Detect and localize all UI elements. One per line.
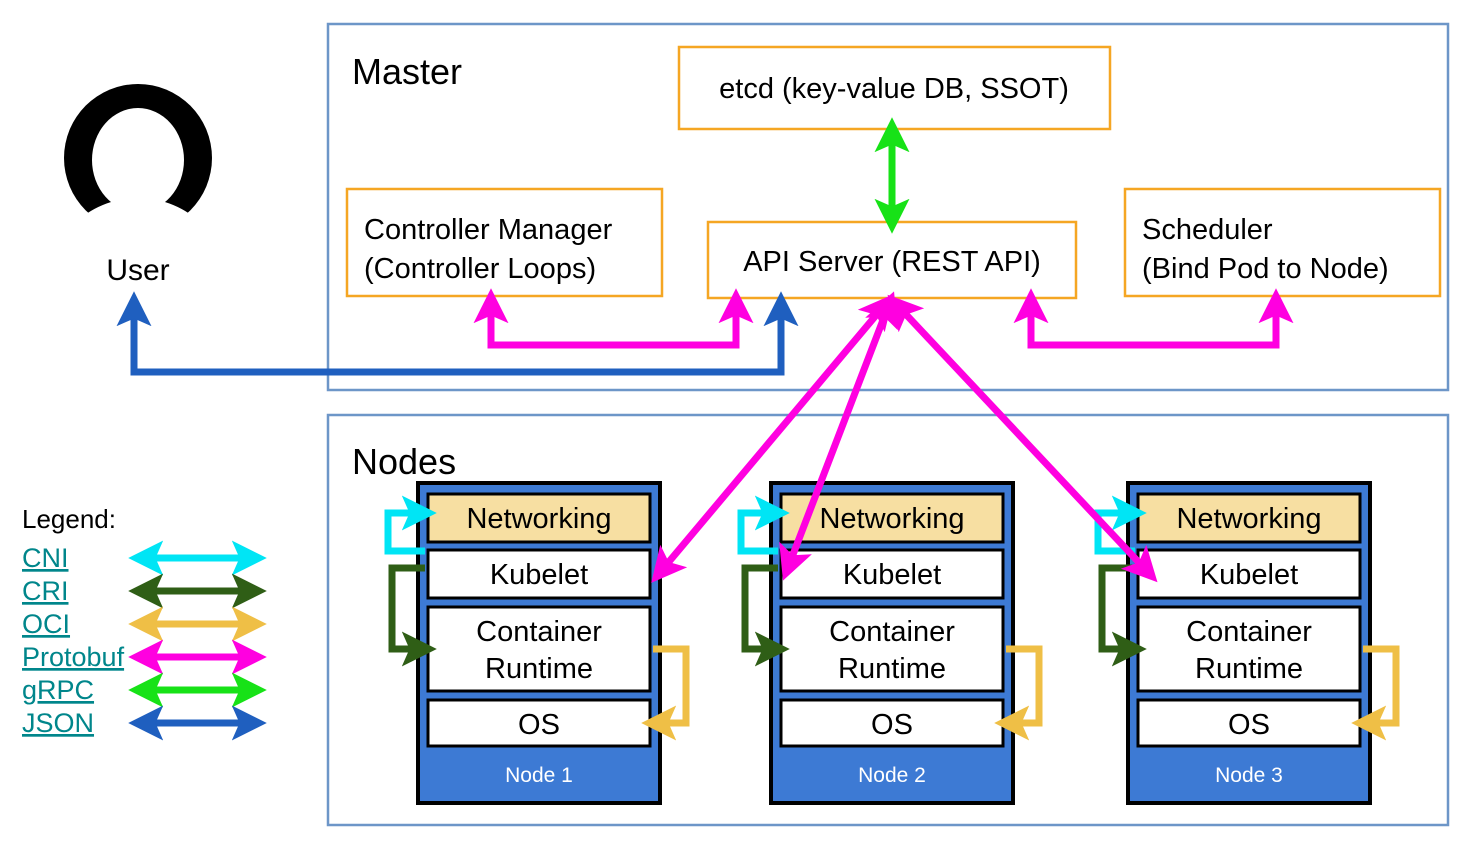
legend-item-cni[interactable]: CNI <box>22 540 267 576</box>
connection-cni-node-1 <box>384 495 437 555</box>
scheduler-box[interactable]: Scheduler (Bind Pod to Node) <box>1123 187 1442 298</box>
master-title: Master <box>352 51 462 92</box>
os-label: OS <box>518 709 560 741</box>
container-runtime-label-line2: Runtime <box>838 653 946 685</box>
os-label: OS <box>1228 709 1270 741</box>
connection-json-user-apiserver <box>116 291 799 376</box>
networking-label: Networking <box>1176 503 1321 535</box>
legend-item-protobuf[interactable]: Protobuf <box>22 639 267 675</box>
node-1-label: Node 1 <box>505 764 573 787</box>
legend-label-protobuf[interactable]: Protobuf <box>22 642 125 672</box>
legend-title: Legend: <box>22 504 116 534</box>
connection-oci-node-2 <box>994 645 1043 741</box>
legend-label-cni[interactable]: CNI <box>22 543 69 573</box>
node-1-kubelet-layer[interactable]: Kubelet <box>426 548 652 600</box>
node-2-os-layer[interactable]: OS <box>779 698 1005 748</box>
node-1-container-runtime-layer[interactable]: Container Runtime <box>426 605 652 693</box>
user-label: User <box>106 254 169 287</box>
controller-manager-label-line2: (Controller Loops) <box>364 253 596 285</box>
legend-item-json[interactable]: JSON <box>22 705 267 741</box>
node-3[interactable]: Networking Kubelet Container Runtime OS … <box>1126 481 1372 805</box>
api-server-label: API Server (REST API) <box>743 246 1041 278</box>
scheduler-label-line1: Scheduler <box>1142 214 1273 246</box>
node-1-os-layer[interactable]: OS <box>426 698 652 748</box>
container-runtime-label-line1: Container <box>829 616 955 648</box>
node-1-networking-layer[interactable]: Networking <box>426 492 652 544</box>
connection-protobuf-node-2-apiserver <box>779 291 898 581</box>
node-2-label: Node 2 <box>858 764 926 787</box>
nodes-title: Nodes <box>352 441 456 482</box>
connection-protobuf-node-3-apiserver <box>887 294 1158 583</box>
node-3-container-runtime-layer[interactable]: Container Runtime <box>1136 605 1362 693</box>
connection-oci-node-1 <box>641 645 690 741</box>
kubelet-label: Kubelet <box>843 559 941 591</box>
etcd-label: etcd (key-value DB, SSOT) <box>719 73 1069 105</box>
connection-cri-node-1 <box>388 564 437 667</box>
etcd-box[interactable]: etcd (key-value DB, SSOT) <box>677 45 1112 131</box>
user-group: User <box>64 84 212 287</box>
legend-item-grpc[interactable]: gRPC <box>22 672 267 708</box>
legend-label-cri[interactable]: CRI <box>22 576 69 606</box>
networking-label: Networking <box>819 503 964 535</box>
kubelet-label: Kubelet <box>1200 559 1298 591</box>
legend-label-grpc[interactable]: gRPC <box>22 675 94 705</box>
container-runtime-label-line1: Container <box>476 616 602 648</box>
container-runtime-label-line2: Runtime <box>485 653 593 685</box>
legend-item-oci[interactable]: OCI <box>22 606 267 642</box>
networking-label: Networking <box>466 503 611 535</box>
os-label: OS <box>871 709 913 741</box>
node-2-container-runtime-layer[interactable]: Container Runtime <box>779 605 1005 693</box>
user-avatar-icon <box>64 84 212 232</box>
container-runtime-label-line1: Container <box>1186 616 1312 648</box>
node-3-networking-layer[interactable]: Networking <box>1136 492 1362 544</box>
legend-label-json[interactable]: JSON <box>22 708 94 738</box>
legend: Legend: CNI CRI OCI Protobuf gRPC JSON <box>22 504 267 741</box>
connection-oci-node-3 <box>1351 645 1400 741</box>
node-3-kubelet-layer[interactable]: Kubelet <box>1136 548 1362 600</box>
kubelet-label: Kubelet <box>490 559 588 591</box>
container-runtime-label-line2: Runtime <box>1195 653 1303 685</box>
node-1[interactable]: Networking Kubelet Container Runtime OS … <box>416 481 662 805</box>
scheduler-label-line2: (Bind Pod to Node) <box>1142 253 1389 285</box>
legend-item-cri[interactable]: CRI <box>22 573 267 609</box>
node-3-label: Node 3 <box>1215 764 1283 787</box>
node-3-os-layer[interactable]: OS <box>1136 698 1362 748</box>
node-2[interactable]: Networking Kubelet Container Runtime OS … <box>769 481 1015 805</box>
api-server-box[interactable]: API Server (REST API) <box>706 220 1078 300</box>
controller-manager-box[interactable]: Controller Manager (Controller Loops) <box>345 187 664 298</box>
node-2-kubelet-layer[interactable]: Kubelet <box>779 548 1005 600</box>
legend-label-oci[interactable]: OCI <box>22 609 70 639</box>
controller-manager-label-line1: Controller Manager <box>364 214 613 246</box>
